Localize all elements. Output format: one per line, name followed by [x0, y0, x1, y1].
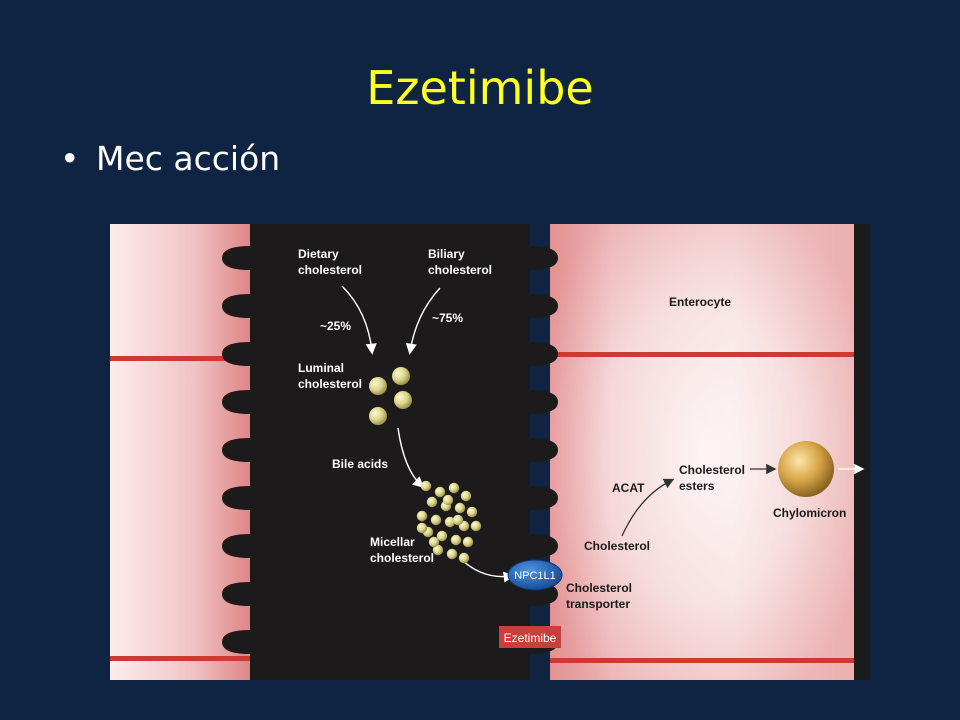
micelle-sphere: [446, 548, 458, 560]
micellar-label-1: Micellar: [370, 535, 415, 549]
bile-acids-arrow: [397, 427, 425, 488]
micelle-sphere: [430, 514, 442, 526]
micelle-sphere: [454, 502, 466, 514]
mechanism-diagram: Dietary cholesterol Biliary cholesterol …: [110, 224, 870, 680]
bullet-text: Mec acción: [96, 139, 281, 178]
ezetimibe-label: Ezetimibe: [504, 631, 557, 645]
micelle-sphere: [434, 486, 446, 498]
dietary-label-2: cholesterol: [298, 263, 362, 277]
luminal-label-2: cholesterol: [298, 377, 362, 391]
acat-arrow: [621, 478, 675, 537]
enterocyte-label: Enterocyte: [669, 295, 731, 309]
luminal-cholesterol-spheres: [369, 367, 412, 425]
micelle-sphere: [432, 544, 444, 556]
micelle-sphere: [458, 552, 470, 564]
biliary-percent: ~75%: [432, 311, 463, 325]
right-cell-junction-1: [550, 352, 854, 357]
micelle-sphere: [428, 536, 440, 548]
chylomicron-particle: [778, 441, 834, 497]
ezetimibe-box: [499, 626, 561, 648]
intestinal-lumen: [222, 224, 558, 680]
left-cell-junction-2: [110, 656, 250, 661]
luminal-sphere: [392, 367, 410, 385]
biliary-label-2: cholesterol: [428, 263, 492, 277]
acat-label: ACAT: [612, 481, 645, 495]
biliary-arrow: [405, 287, 441, 355]
micellar-label-2: cholesterol: [370, 551, 434, 565]
esters-label-1: Cholesterol: [679, 463, 745, 477]
micelle-sphere: [416, 510, 428, 522]
micelle-sphere: [416, 522, 428, 534]
luminal-sphere: [369, 407, 387, 425]
micelle-sphere: [462, 536, 474, 548]
luminal-sphere: [394, 391, 412, 409]
chylomicron-label: Chylomicron: [773, 506, 846, 520]
biliary-label-1: Biliary: [428, 247, 465, 261]
micelle-sphere: [448, 482, 460, 494]
slide-title: Ezetimibe: [366, 61, 594, 115]
dietary-arrow: [341, 285, 377, 355]
dietary-label-1: Dietary: [298, 247, 339, 261]
npc1l1-label: NPC1L1: [514, 570, 556, 582]
micelle-sphere: [450, 534, 462, 546]
dietary-percent: ~25%: [320, 319, 351, 333]
micelle-sphere: [436, 530, 448, 542]
micelle-sphere: [470, 520, 482, 532]
esters-label-2: esters: [679, 479, 715, 493]
micelle-sphere: [442, 494, 454, 506]
micelle-sphere: [466, 506, 478, 518]
micelle-sphere: [426, 496, 438, 508]
luminal-label-1: Luminal: [298, 361, 344, 375]
micelle-cluster: [416, 480, 482, 564]
right-cell-junction-2: [550, 658, 854, 663]
npc1l1-transporter: [507, 559, 563, 591]
micelle-sphere: [444, 516, 456, 528]
luminal-sphere: [369, 377, 387, 395]
bullet-dot-icon: •: [60, 139, 80, 178]
cholesterol-label: Cholesterol: [584, 539, 650, 553]
transporter-label-2: transporter: [566, 597, 630, 611]
left-cell-junction-1: [110, 356, 250, 361]
transporter-label-1: Cholesterol: [566, 581, 632, 595]
micelle-sphere: [420, 480, 432, 492]
bile-acids-label: Bile acids: [332, 457, 388, 471]
micelle-sphere: [452, 514, 464, 526]
micelle-sphere: [460, 490, 472, 502]
bullet-item: • Mec acción: [60, 137, 280, 181]
right-edge-strip: [854, 224, 870, 680]
